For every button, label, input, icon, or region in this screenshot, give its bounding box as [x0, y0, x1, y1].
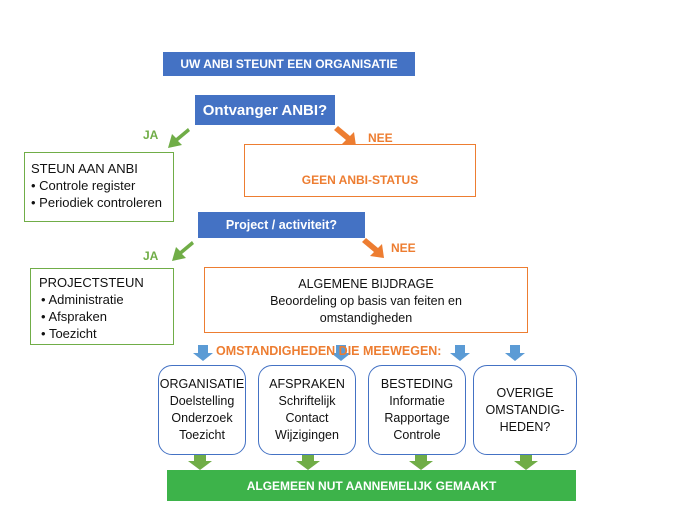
conclusion-text: ALGEMEEN NUT AANNEMELIJK GEMAAKT: [246, 478, 497, 493]
projectsteun-item: • Afspraken: [41, 309, 107, 324]
factor-line: Contact: [285, 411, 329, 425]
arrow-down-blue-3: [450, 345, 470, 361]
title-text: UW ANBI STEUNT EEN ORGANISATIE: [180, 57, 398, 71]
factor-overige-box: OVERIGE OMSTANDIG- HEDEN?: [473, 365, 577, 455]
arrow-down-green-1: [188, 452, 212, 470]
factor-line: Onderzoek: [171, 411, 233, 425]
arrow-nee-2: [362, 238, 384, 258]
steun-item: • Periodiek controleren: [31, 195, 163, 210]
arrow-down-blue-1: [193, 345, 213, 361]
arrow-nee-1: [334, 126, 356, 146]
question-2-text: Project / activiteit?: [225, 218, 338, 232]
question-project-activiteit: Project / activiteit?: [198, 212, 365, 238]
arrow-ja-1: [168, 128, 190, 148]
algemene-bijdrage-box: ALGEMENE BIJDRAGE Beoordeling op basis v…: [204, 267, 528, 333]
arrow-down-green-3: [409, 452, 433, 470]
factor-line: Rapportage: [384, 411, 450, 425]
factor-line: Controle: [393, 428, 441, 442]
factor-line: Doelstelling: [169, 394, 235, 408]
factor-afspraken-box: AFSPRAKEN Schriftelijk Contact Wijziging…: [258, 365, 356, 455]
algemene-line-1: ALGEMENE BIJDRAGE: [298, 277, 434, 291]
omstandigheden-heading: OMSTANDIGHEDEN DIE MEEWEGEN:: [216, 344, 442, 358]
conclusion-bar: ALGEMEEN NUT AANNEMELIJK GEMAAKT: [167, 470, 576, 501]
arrow-ja-2: [172, 241, 194, 261]
question-ontvanger-anbi: Ontvanger ANBI?: [195, 95, 335, 125]
title-bar: UW ANBI STEUNT EEN ORGANISATIE: [163, 52, 415, 76]
arrow-down-blue-2: [331, 345, 351, 361]
factor-line: Schriftelijk: [278, 394, 336, 408]
factor-besteding-box: BESTEDING Informatie Rapportage Controle: [368, 365, 466, 455]
projectsteun-heading: PROJECTSTEUN: [39, 275, 144, 290]
factor-line: ORGANISATIE: [159, 377, 245, 391]
label-ja-1: JA: [143, 128, 159, 142]
steun-heading: STEUN AAN ANBI: [31, 161, 138, 176]
arrow-down-blue-4: [505, 345, 525, 361]
label-nee-1: NEE: [368, 131, 393, 145]
factor-line: AFSPRAKEN: [269, 377, 345, 391]
factor-organisatie-box: ORGANISATIE Doelstelling Onderzoek Toezi…: [158, 365, 246, 455]
label-nee-2: NEE: [391, 241, 416, 255]
factor-line: OVERIGE: [496, 385, 554, 400]
factor-line: HEDEN?: [499, 419, 551, 434]
arrow-down-green-4: [514, 452, 538, 470]
geen-anbi-status-box: GEEN ANBI-STATUS: [244, 144, 476, 197]
steun-aan-anbi-box: STEUN AAN ANBI • Controle register • Per…: [24, 152, 174, 222]
question-1-text: Ontvanger ANBI?: [202, 101, 328, 119]
factor-line: Wijzigingen: [275, 428, 339, 442]
steun-item: • Controle register: [31, 178, 136, 193]
factor-line: Informatie: [389, 394, 445, 408]
factor-line: OMSTANDIG-: [485, 402, 565, 417]
algemene-line-2: Beoordeling op basis van feiten en: [270, 294, 462, 308]
algemene-line-3: omstandigheden: [319, 311, 413, 325]
label-ja-2: JA: [143, 249, 159, 263]
projectsteun-item: • Toezicht: [41, 326, 97, 341]
geen-anbi-status-text: GEEN ANBI-STATUS: [301, 173, 419, 187]
projectsteun-box: PROJECTSTEUN • Administratie • Afspraken…: [30, 268, 174, 345]
arrow-down-green-2: [296, 452, 320, 470]
factor-line: BESTEDING: [380, 377, 454, 391]
projectsteun-item: • Administratie: [41, 292, 124, 307]
factor-line: Toezicht: [179, 428, 225, 442]
